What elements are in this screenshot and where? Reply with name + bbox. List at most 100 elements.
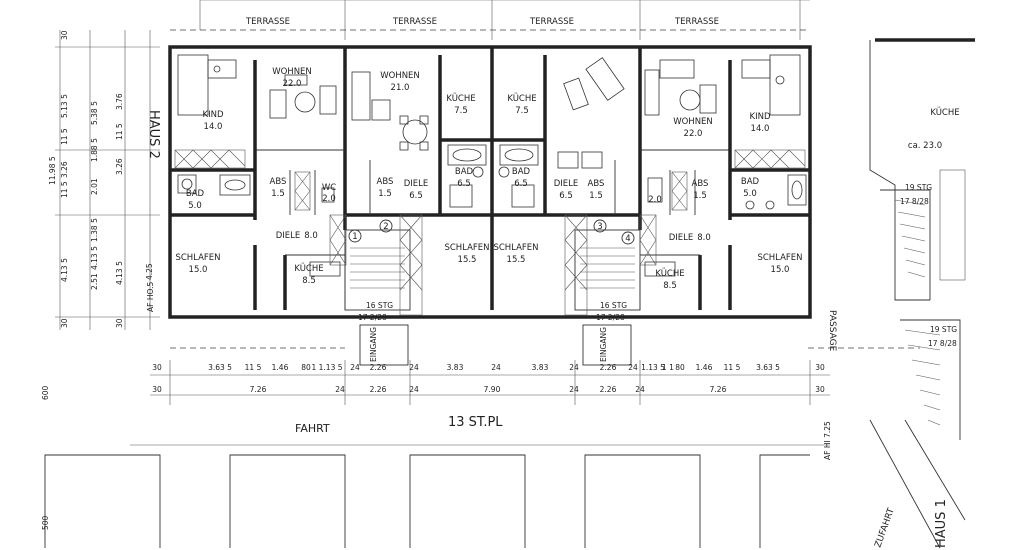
dim-label: 3.76 — [115, 93, 124, 110]
room-area: 8.5 — [302, 276, 316, 286]
room-area: 1.5 — [271, 189, 285, 199]
dim-label: 11 5 — [115, 123, 124, 140]
dim-label: 30 — [815, 363, 825, 372]
room-area: 2.0 — [648, 195, 662, 205]
room-name: SCHLAFEN — [493, 243, 538, 253]
neighbor-area: ca. 23.0 — [908, 141, 942, 151]
dim-label: 7.26 — [250, 385, 267, 394]
dim-label: 3.83 — [532, 363, 549, 372]
room-name: ABS — [588, 179, 605, 189]
dim-label: 3.26 — [115, 158, 124, 175]
room-name: KÜCHE — [655, 268, 684, 279]
unit-marker: 3 — [597, 222, 602, 232]
dim-label: 3.83 — [447, 363, 464, 372]
dim-label: 24 — [491, 363, 501, 372]
room-name: DIELE — [554, 179, 579, 189]
dim-label: 5.38 5 — [90, 101, 99, 125]
parking-label: 13 ST.PL — [448, 415, 503, 430]
room-name: SCHLAFEN — [444, 243, 489, 253]
row-height-label: 600 — [41, 385, 50, 400]
dim-label: 30 — [60, 318, 69, 328]
room-name: KÜCHE — [507, 93, 536, 104]
dim-label: 2.26 — [600, 363, 617, 372]
dim-label: 30 — [815, 385, 825, 394]
room-area: 6.5 — [457, 179, 471, 189]
dim-label: 24 — [635, 385, 645, 394]
house-label-right: HAUS 1 — [934, 499, 949, 548]
terrace-label: TERRASSE — [392, 17, 437, 27]
dimension-row-1: 30 3.63 5 11 5 1.46 80 1 1.13 5 24 2.26 … — [152, 363, 825, 372]
room-name: ABS — [692, 179, 709, 189]
neighbor-stairs: 19 STG — [905, 183, 932, 192]
zufahrt-label: ZUFAHRT — [873, 506, 897, 549]
dim-label: 11.98 5 — [48, 156, 57, 185]
terrace-label: TERRASSE — [529, 17, 574, 27]
room-name: SCHLAFEN — [175, 253, 220, 263]
room-area: 6.5 — [559, 191, 573, 201]
room-area: 15.0 — [189, 265, 208, 275]
dim-label: 7.90 — [484, 385, 501, 394]
dim-label: 3.26 — [60, 161, 69, 178]
dim-label: 1 1.13 5 — [311, 363, 342, 372]
dim-label: 1.88 5 — [90, 138, 99, 162]
dim-label: 24 — [569, 385, 579, 394]
stair-label: 16 STG — [366, 301, 393, 310]
dim-label: 80 — [675, 363, 685, 372]
room-name: WOHNEN — [380, 71, 420, 81]
room-name: WOHNEN — [673, 117, 713, 127]
building-outline — [168, 45, 812, 319]
passage-label: PASSAGE — [827, 310, 837, 352]
dim-label: 1.13 5 — [641, 363, 665, 372]
unit-marker: 1 — [352, 232, 357, 242]
room-area: 15.5 — [458, 255, 477, 265]
room-name: BAD — [186, 189, 205, 199]
left-dimensions: 30 5.13 5 11 5 3.26 11 5 2.51 1.38 5 2.0… — [48, 30, 154, 328]
dim-label: 4.13 5 — [115, 261, 124, 285]
neighbor-rise: 17 8/28 — [900, 197, 929, 206]
dim-label: 24 — [409, 385, 419, 394]
room-area: 7.5 — [515, 106, 529, 116]
dim-label: 5.13 5 — [60, 94, 69, 118]
room-area: 5.0 — [743, 189, 757, 199]
unit-marker: 4 — [625, 234, 630, 244]
dim-label: 2.26 — [600, 385, 617, 394]
dim-label: 30 — [152, 363, 162, 372]
dim-label: 1.46 — [272, 363, 289, 372]
room-area: 8.0 — [697, 233, 711, 243]
neighbor-stairs: 19 STG — [930, 325, 957, 334]
room-name: KIND — [750, 112, 771, 122]
room-area: 15.0 — [771, 265, 790, 275]
room-name: SCHLAFEN — [757, 253, 802, 263]
room-name: DIELE — [276, 231, 301, 241]
room-name: WOHNEN — [272, 67, 312, 77]
dim-label: 11 5 — [60, 128, 69, 145]
room-area: 15.5 — [507, 255, 526, 265]
terrace-label: TERRASSE — [245, 17, 290, 27]
dim-label: 24 — [569, 363, 579, 372]
af-label-left: AF HO.5 — [146, 282, 155, 312]
room-area: 8.0 — [304, 231, 318, 241]
dim-label: 11 5 — [724, 363, 741, 372]
dim-label: 24 — [350, 363, 360, 372]
stair-rise: 17 2/28 — [358, 313, 387, 322]
room-area: 6.5 — [514, 179, 528, 189]
room-labels: KIND 14.0 WOHNEN 22.0 WOHNEN 21.0 KÜCHE … — [175, 67, 802, 291]
dim-label: 4.25 — [145, 263, 154, 280]
neighbor-kitchen: KÜCHE — [930, 107, 959, 118]
dimension-row-2: 30 7.26 24 2.26 24 7.90 24 2.26 24 7.26 … — [152, 385, 825, 394]
dim-label: 24 — [409, 363, 419, 372]
dim-label: 80 — [301, 363, 311, 372]
room-area: 6.5 — [409, 191, 423, 201]
room-name: ABS — [377, 177, 394, 187]
dim-label: 4.13 5 — [90, 246, 99, 270]
af-label-right: AF HI 7.25 — [823, 421, 832, 460]
entrance-label: EINGANG — [599, 327, 608, 362]
dim-label: 11 5 — [60, 181, 69, 198]
neighbor-rise: 17 8/28 — [928, 339, 957, 348]
room-name: BAD — [741, 177, 760, 187]
dim-label: 2.01 — [90, 178, 99, 195]
entrance-label: EINGANG — [369, 327, 378, 362]
unit-marker: 2 — [383, 222, 388, 232]
room-name: WC — [322, 183, 336, 193]
